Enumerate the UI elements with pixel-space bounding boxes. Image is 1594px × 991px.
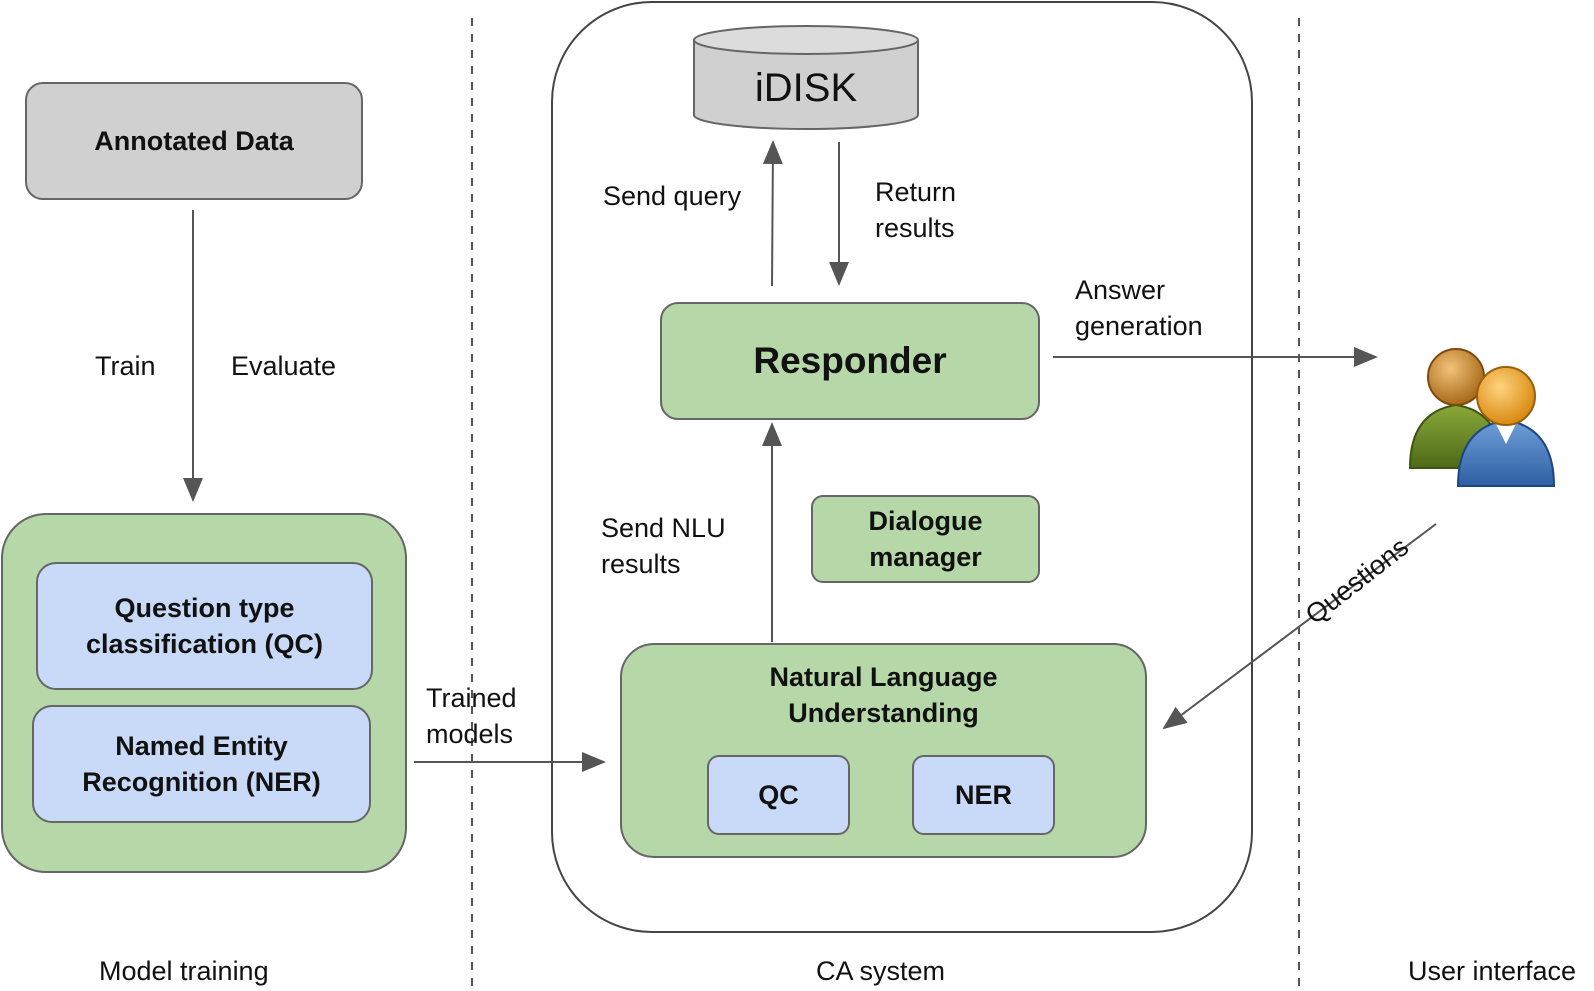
users-icon xyxy=(1408,348,1556,487)
ca-system-caption: CA system xyxy=(816,956,946,986)
qc-box: QC xyxy=(707,755,850,835)
trained-models-label: Trained models xyxy=(426,683,517,749)
ner-training-box: Named Entity Recognition (NER) xyxy=(32,705,371,823)
responder-label: Responder xyxy=(753,340,947,381)
annotated-data-label: Annotated Data xyxy=(94,126,294,156)
ner-training-label: Named Entity Recognition (NER) xyxy=(82,731,321,797)
train-label: Train xyxy=(95,351,156,381)
answer-generation-label: Answer generation xyxy=(1075,275,1203,341)
nlu-label: Natural Language Understanding xyxy=(769,662,998,728)
ner-box: NER xyxy=(912,755,1055,835)
qc-label: QC xyxy=(758,780,799,810)
model-training-caption: Model training xyxy=(99,956,269,986)
send-query-label: Send query xyxy=(603,181,742,211)
user-interface-caption: User interface xyxy=(1408,956,1577,986)
return-results-label: Return results xyxy=(875,177,957,243)
idisk-label: iDISK xyxy=(754,66,858,110)
evaluate-label: Evaluate xyxy=(231,351,337,381)
qc-training-box: Question type classification (QC) xyxy=(36,562,373,690)
qc-training-label: Question type classification (QC) xyxy=(85,593,324,659)
dialogue-manager-box: Dialogue manager xyxy=(811,495,1040,583)
annotated-data-box: Annotated Data xyxy=(25,82,363,200)
dialogue-manager-label: Dialogue manager xyxy=(868,506,983,572)
send-query-arrow xyxy=(762,140,783,287)
send-nlu-results-label: Send NLU results xyxy=(601,513,726,579)
nlu-box: Natural Language Understanding xyxy=(620,643,1147,858)
ner-label: NER xyxy=(954,780,1012,810)
questions-arrow xyxy=(1162,523,1437,730)
ca-system-container xyxy=(551,1,1253,933)
idisk-database-icon xyxy=(693,25,919,130)
responder-box: Responder xyxy=(660,302,1040,420)
